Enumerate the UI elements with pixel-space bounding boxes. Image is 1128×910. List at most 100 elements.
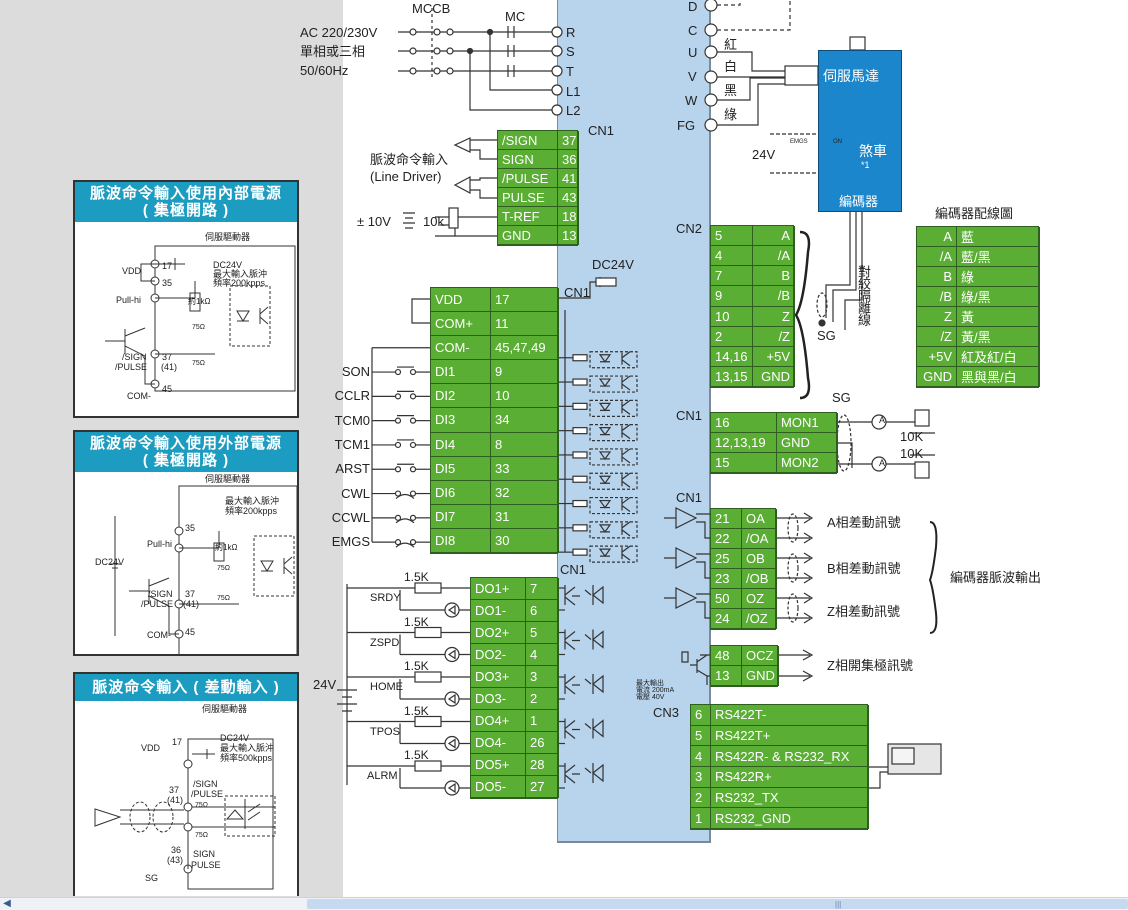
freq-label: 50/60Hz [300, 63, 349, 78]
di-signal-tcm0: TCM0 [334, 412, 370, 428]
max-label: 最大輸入脈沖 [220, 743, 275, 753]
b-phase-label: B相差動訊號 [827, 561, 901, 576]
inset-title: 脈波命令輸入使用內部電源 [89, 185, 282, 202]
table-cell: MON1 [777, 413, 838, 433]
di-signal-ccwl: CCWL [331, 509, 370, 525]
mon-sg-label: SG [832, 390, 851, 405]
inset-subtitle: ( 集極開路 ) [142, 202, 230, 219]
shield-icon [816, 292, 828, 318]
scroll-left-arrow-icon[interactable]: ◀ [3, 898, 11, 909]
resistor-icon [572, 524, 588, 532]
table-cell: GND [917, 367, 957, 387]
table-cell: DI2 [431, 384, 491, 409]
table-cell: 綠 [957, 267, 1040, 287]
motor-title: 伺服馬達 [823, 68, 879, 84]
freq-label: 頻率200kpps [213, 278, 266, 288]
junction-icon [486, 28, 494, 36]
led-arrow-icon [447, 738, 456, 749]
pin-37: 37 [162, 352, 173, 362]
encoder-label: 編碼器 [839, 194, 879, 209]
inset-header: 脈波命令輸入 ( 差動輸入 ) [75, 674, 297, 701]
inset-internal-power: 脈波命令輸入使用內部電源( 集極開路 ) 伺服驅動器 DC24V 最大輸入脈沖 … [73, 180, 299, 418]
table-cell: 36 [558, 150, 579, 169]
led-icon [598, 424, 631, 440]
inset-header: 脈波命令輸入使用外部電源( 集極開路 ) [75, 432, 297, 472]
resistor-label: 1.5K [404, 570, 429, 584]
line-driver-output-icon [664, 507, 710, 539]
breaker-contact-icon [433, 47, 441, 55]
table-cell: 30 [491, 528, 559, 553]
table-cell: 3 [526, 666, 559, 688]
table-cell: RS232_GND [711, 808, 869, 829]
fuse-icon [595, 277, 617, 287]
switch-contact-icon [409, 417, 417, 424]
inset-external-power: 脈波命令輸入使用外部電源( 集極開路 ) 伺服驅動器 最大輸入脈沖 頻率200k… [73, 430, 299, 656]
switch-contact-icon [409, 514, 417, 521]
pullhi-label: Pull-hi [116, 295, 142, 305]
led-indicator-icon [444, 691, 460, 707]
optocoupler-box [253, 535, 295, 597]
terminal-icon [551, 84, 563, 96]
pin-37: 37 [169, 785, 180, 795]
table-cell: 5 [711, 226, 753, 247]
optocoupler-box [229, 285, 271, 347]
scrollbar-thumb[interactable]: ||| [307, 899, 1128, 909]
ammeter-1-label: A [879, 415, 886, 425]
led-icon [598, 351, 631, 367]
di-signal-arst: ARST [335, 461, 370, 477]
terminal-icon [704, 118, 718, 132]
shield-icon [787, 593, 799, 623]
cn2-sg-label: SG [817, 328, 836, 343]
table-cell: GND [753, 366, 795, 387]
resistor-icon [572, 402, 588, 410]
pin-43: (43) [167, 855, 184, 865]
brace-icon [928, 521, 938, 634]
led-arrow-icon [447, 782, 456, 794]
terminal-s: S [566, 44, 575, 59]
cn3-label: CN3 [653, 705, 680, 720]
ocz-spec-2: 電流 200mA [636, 687, 675, 694]
table-cell: DO1- [471, 600, 526, 622]
inset-differential: 脈波命令輸入 ( 差動輸入 ) 伺服驅動器 DC24V 最大輸入脈沖 頻率500… [73, 672, 299, 896]
table-cell: DO4+ [471, 710, 526, 732]
resistor-icon [414, 582, 442, 594]
screen-icon [891, 747, 915, 765]
wire [94, 749, 275, 869]
switch-contact-icon [394, 441, 402, 449]
table-cell: /Z [917, 327, 957, 347]
motor-cable-connector [784, 65, 819, 86]
table-cell: 5 [526, 622, 559, 644]
table-cell: 12,13,19 [711, 433, 777, 453]
table-cell: /B [917, 287, 957, 307]
z-phase-label: Z相差動訊號 [827, 604, 900, 619]
pin-45: 45 [185, 627, 196, 637]
table-cell: 9 [491, 360, 559, 385]
arrow-icon [803, 592, 814, 624]
table-cell: +5V [753, 346, 795, 367]
table-cell: 34 [491, 408, 559, 433]
do-signal-alrm: ALRM [367, 770, 398, 782]
table-cell: 43 [558, 188, 579, 207]
table-cell: 23 [711, 569, 742, 589]
line-driver-output-icon [664, 587, 710, 619]
driver-box [154, 245, 296, 392]
led-indicator-icon [444, 735, 460, 752]
table-cell: 9 [711, 286, 753, 307]
table-cell: 5 [691, 725, 711, 747]
table-cell: /A [917, 247, 957, 267]
inset-circuit [110, 485, 297, 656]
do-signal-srdy: SRDY [370, 592, 401, 604]
pin-41: (41) [183, 599, 200, 609]
horizontal-scrollbar[interactable]: ◀ ||| [0, 897, 1128, 910]
terminal-icon [409, 67, 417, 75]
table-cell: COM- [431, 336, 491, 361]
sign-label: /SIGN [148, 589, 173, 599]
table-cell: 1 [691, 808, 711, 829]
terminal-icon [551, 45, 563, 57]
table-cell: 黑與黑/白 [957, 367, 1040, 387]
table-cell: B [753, 266, 795, 287]
mc-label: MC [505, 9, 526, 24]
brake-note: *1 [861, 160, 870, 170]
table-cell: 28 [526, 754, 559, 776]
